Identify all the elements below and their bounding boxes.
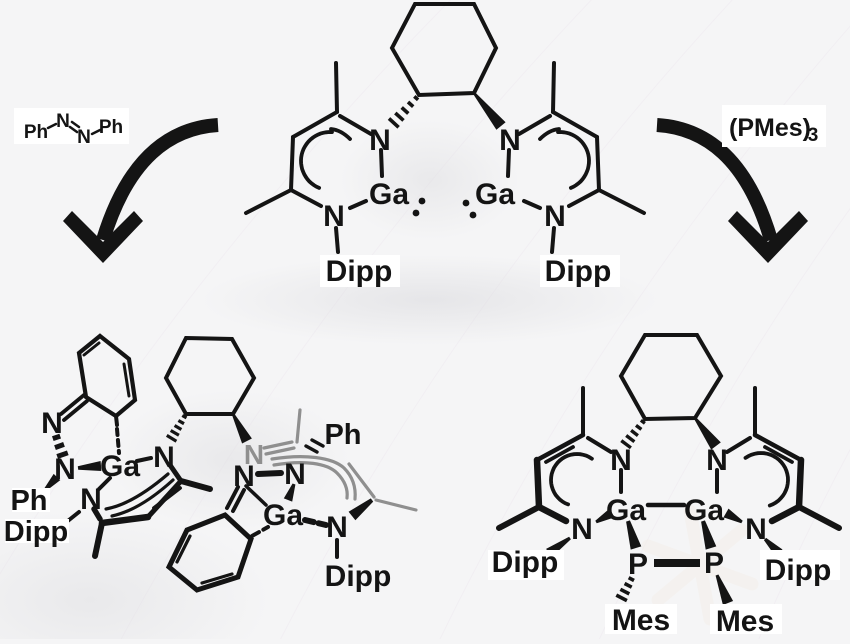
svg-text:Ph: Ph — [324, 419, 361, 451]
svg-text:N: N — [323, 200, 345, 233]
svg-text:Ga: Ga — [100, 450, 140, 483]
svg-text:Ga: Ga — [475, 178, 515, 211]
svg-text:Dipp: Dipp — [765, 554, 832, 587]
svg-text:N: N — [326, 511, 348, 544]
svg-text:N: N — [284, 458, 306, 491]
svg-text:N: N — [745, 513, 767, 546]
svg-text:P: P — [704, 547, 724, 580]
svg-text:N: N — [244, 439, 264, 470]
svg-text:N: N — [54, 453, 76, 486]
svg-text:N: N — [153, 441, 175, 474]
svg-text:Dipp: Dipp — [492, 546, 559, 579]
svg-text:N: N — [77, 127, 91, 148]
svg-text:P: P — [628, 548, 648, 581]
svg-text:N: N — [369, 124, 391, 157]
svg-text:Dipp: Dipp — [325, 560, 392, 593]
svg-text:(PMes): (PMes) — [729, 114, 811, 142]
svg-text:N: N — [499, 124, 521, 157]
svg-text:N: N — [80, 483, 102, 516]
svg-text:N: N — [41, 407, 63, 440]
svg-text:Dipp: Dipp — [4, 516, 68, 548]
svg-text:Ga: Ga — [684, 494, 724, 527]
svg-text:Ph: Ph — [24, 122, 48, 143]
svg-text:N: N — [706, 444, 728, 477]
svg-text:N: N — [233, 460, 255, 493]
svg-text:Ga: Ga — [606, 494, 646, 527]
svg-text:Ph: Ph — [10, 485, 47, 517]
svg-text:Dipp: Dipp — [545, 255, 612, 288]
svg-text:3: 3 — [808, 125, 819, 146]
svg-text:Ga: Ga — [369, 178, 409, 211]
svg-text:N: N — [56, 111, 70, 132]
svg-text:Mes: Mes — [716, 605, 774, 638]
svg-text:Mes: Mes — [612, 604, 670, 637]
svg-text:Ga: Ga — [263, 499, 303, 532]
svg-text:N: N — [571, 513, 593, 546]
svg-text:Dipp: Dipp — [326, 255, 393, 288]
svg-text:Ph: Ph — [99, 117, 123, 138]
svg-text:N: N — [610, 444, 632, 477]
svg-text:N: N — [544, 200, 566, 233]
